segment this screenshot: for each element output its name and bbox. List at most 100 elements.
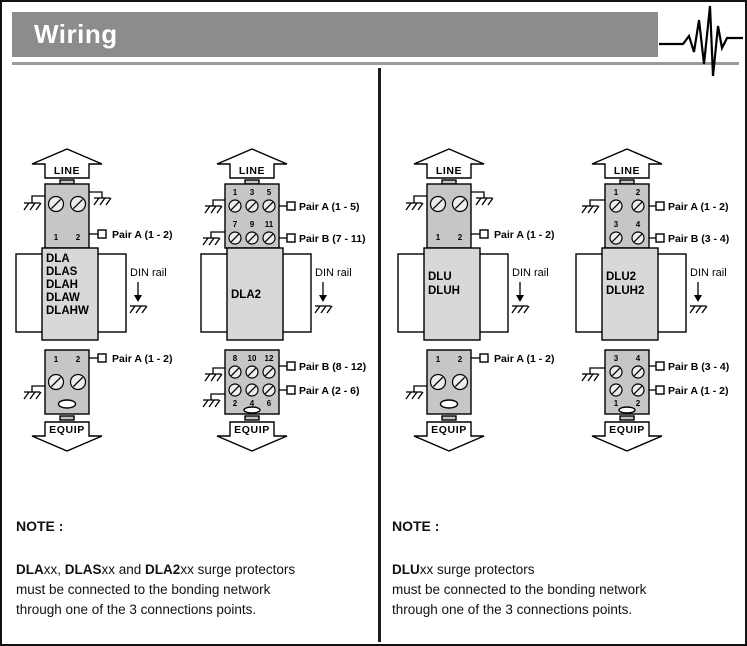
terminal-number: 6	[267, 399, 272, 408]
module-tab	[244, 415, 260, 421]
terminal-number: 3	[614, 220, 619, 229]
ground-icon	[23, 202, 42, 211]
screw-icon	[451, 195, 469, 213]
terminal-number: 8	[233, 354, 238, 363]
model-name: DLA2	[231, 289, 261, 301]
ground-wire	[210, 231, 225, 238]
pair-connector-top: Pair B (3 - 4)	[649, 233, 729, 245]
ground-icon	[581, 373, 600, 382]
note-line: DLUxx surge protectors	[392, 562, 535, 577]
screw-icon	[609, 231, 623, 245]
note-heading: NOTE :	[16, 518, 64, 534]
model-name: DLAH	[46, 279, 78, 291]
terminal-block-bottom: 3 4 1 2	[604, 349, 650, 415]
diagram-dlu: LINE 1 2 Pair A (1 - 2) DLU DLUH	[397, 148, 555, 452]
note-line: DLAxx, DLASxx and DLA2xx surge protector…	[16, 562, 296, 577]
terminal-number: 2	[233, 399, 238, 408]
terminal-block-bottom: 8 10 12 2 4 6	[224, 349, 280, 415]
screw-icon	[47, 373, 65, 391]
screw-icon	[245, 383, 259, 397]
note-line: must be connected to the bonding network	[16, 582, 271, 597]
arrow-down-icon	[134, 295, 142, 302]
din-rail-label: DIN rail	[512, 267, 549, 279]
terminal-number: 2	[636, 188, 641, 197]
ground-wire	[471, 191, 485, 198]
model-name: DLU2	[606, 271, 636, 283]
equip-arrow: EQUIP	[413, 421, 485, 452]
terminal-number: 2	[636, 399, 641, 408]
terminal-number: 1	[614, 188, 619, 197]
ground-wire	[589, 199, 605, 206]
ground-wire	[413, 195, 427, 203]
ground-icon	[93, 197, 112, 206]
terminal-number: 4	[250, 399, 255, 408]
equip-label: EQUIP	[431, 424, 467, 436]
arrow-down-icon	[319, 295, 327, 302]
heartbeat-pulse-icon	[659, 5, 743, 77]
terminal-number: 4	[636, 220, 641, 229]
line-label: LINE	[54, 165, 80, 177]
pair-label: Pair B (7 - 11)	[299, 233, 366, 245]
terminal-block-top: 1 2	[426, 183, 472, 249]
terminal-number: 2	[458, 233, 463, 242]
ground-icon	[689, 305, 708, 314]
screw-icon	[451, 373, 469, 391]
terminal-number: 2	[76, 233, 81, 242]
pair-label: Pair B (3 - 4)	[668, 361, 729, 373]
ground-wire	[89, 191, 103, 198]
note-line: must be connected to the bonding network	[392, 582, 647, 597]
module-body: DLU2 DLUH2	[601, 247, 659, 341]
ground-wire	[31, 385, 45, 392]
pair-label: Pair A (1 - 2)	[112, 229, 173, 241]
equip-arrow: EQUIP	[216, 421, 288, 452]
equip-arrow: EQUIP	[591, 421, 663, 452]
terminal-block-top: 1 3 5 7 9 11	[224, 183, 280, 249]
screw-icon	[245, 231, 259, 245]
terminal-block-top: 1 2	[44, 183, 90, 249]
terminal-number: 9	[250, 220, 255, 229]
screw-icon	[609, 383, 623, 397]
ground-icon	[405, 391, 424, 400]
screw-icon	[69, 373, 87, 391]
screw-icon	[609, 199, 623, 213]
screw-icon	[245, 199, 259, 213]
model-name: DLA	[46, 253, 70, 265]
model-name: DLU	[428, 271, 452, 283]
ground-icon	[202, 237, 221, 246]
diagram-dla2: LINE 1 3 5 7 9 11 Pair	[200, 148, 366, 452]
equip-label: EQUIP	[49, 424, 85, 436]
line-label: LINE	[614, 165, 640, 177]
din-rail-callout: DIN rail	[689, 267, 727, 314]
terminal-number: 1	[614, 399, 619, 408]
diagram-dlu2: LINE 1 2 3 4 Pair A (1 - 2) Pair B (3 - …	[575, 148, 729, 452]
terminal-number: 2	[76, 355, 81, 364]
screw-icon	[228, 365, 242, 379]
terminal-number: 4	[636, 354, 641, 363]
din-rail-label: DIN rail	[315, 267, 352, 279]
din-rail-label: DIN rail	[130, 267, 167, 279]
page-title: Wiring	[34, 19, 118, 49]
line-label: LINE	[436, 165, 462, 177]
pair-connector-top: Pair A (1 - 2)	[649, 201, 729, 213]
terminal-number: 3	[250, 188, 255, 197]
terminal-block-bottom: 1 2	[44, 349, 90, 415]
terminal-number: 10	[248, 354, 257, 363]
screw-icon	[228, 199, 242, 213]
din-rail-callout: DIN rail	[314, 267, 352, 314]
pair-label: Pair A (2 - 6)	[299, 385, 360, 397]
screw-icon	[262, 199, 276, 213]
screw-icon	[245, 365, 259, 379]
pair-label: Pair A (1 - 2)	[494, 353, 555, 365]
screw-icon	[429, 373, 447, 391]
ground-icon	[23, 391, 42, 400]
terminal-number: 1	[436, 355, 441, 364]
ground-wire	[31, 195, 45, 203]
screw-icon	[262, 231, 276, 245]
din-rail-label: DIN rail	[690, 267, 727, 279]
model-name: DLAW	[46, 292, 80, 304]
model-name: DLUH	[428, 285, 460, 297]
pair-connector-top: Pair A (1 - 5)	[279, 201, 360, 213]
arrow-down-icon	[694, 295, 702, 302]
equip-label: EQUIP	[609, 424, 645, 436]
pair-connector-bottom: Pair B (3 - 4)	[649, 361, 729, 373]
